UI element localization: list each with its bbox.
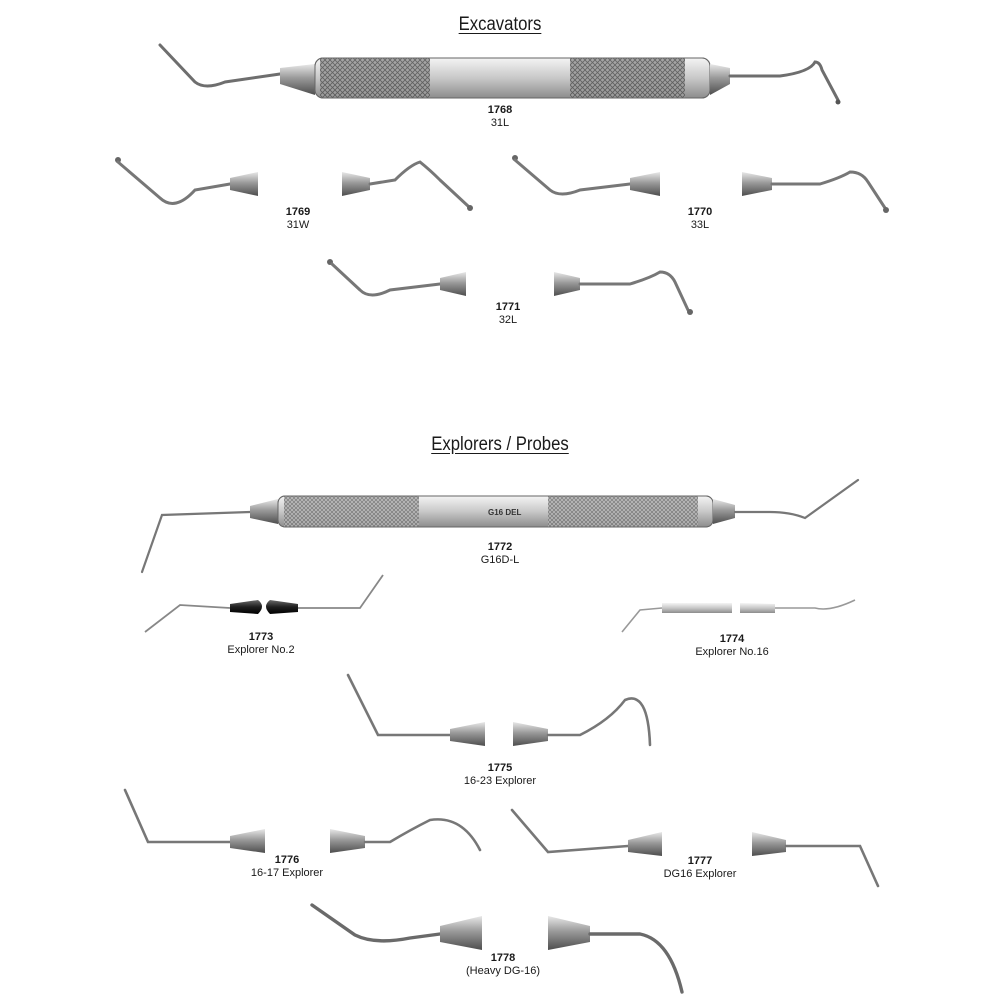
instrument-code: 1775 (487, 762, 513, 774)
instrument-code: 1772 (487, 541, 513, 553)
instrument-code: 1769 (285, 206, 311, 218)
instrument-1777-image (510, 808, 880, 888)
instrument-code: 1774 (719, 633, 745, 645)
instrument-1773-image (144, 574, 384, 633)
instrument-1768-caption: 1768 31L (420, 104, 580, 130)
instrument-1770-caption: 1770 33L (620, 206, 780, 232)
instrument-name: (Heavy DG-16) (466, 965, 540, 977)
instrument-1772-caption: 1772 G16D-L (420, 541, 580, 567)
instrument-1772-image: G16 DEL (140, 478, 860, 574)
instrument-1777-caption: 1777 DG16 Explorer (620, 855, 780, 881)
section-title-explorers: Explorers / Probes (431, 434, 569, 455)
instrument-name: DG16 Explorer (663, 868, 737, 880)
instrument-code: 1777 (687, 855, 713, 867)
instrument-1771-image (327, 259, 693, 315)
instrument-1774-image (621, 599, 856, 633)
instrument-1769-image (115, 157, 473, 211)
instrument-1778-caption: 1778 (Heavy DG-16) (423, 952, 583, 978)
instrument-1774-caption: 1774 Explorer No.16 (652, 633, 812, 659)
instrument-code: 1773 (248, 631, 274, 643)
instrument-name: 32L (498, 314, 518, 326)
instrument-code: 1768 (487, 104, 513, 116)
instrument-code: 1778 (490, 952, 516, 964)
instrument-name: Explorer No.2 (227, 644, 295, 656)
instrument-1775-image (346, 673, 652, 747)
instrument-code: 1771 (495, 301, 521, 313)
instrument-name: 33L (690, 219, 710, 231)
instrument-1775-caption: 1775 16-23 Explorer (420, 762, 580, 788)
instrument-name: 16-23 Explorer (463, 775, 537, 787)
instrument-1773-caption: 1773 Explorer No.2 (181, 631, 341, 657)
section-title-excavators: Excavators (458, 14, 542, 35)
explorer-handle-engraving: G16 DEL (488, 508, 521, 517)
instrument-name: 31L (490, 117, 510, 129)
instrument-1776-caption: 1776 16-17 Explorer (207, 854, 367, 880)
instrument-name: G16D-L (480, 554, 520, 566)
instrument-code: 1776 (274, 854, 300, 866)
instrument-name: 16-17 Explorer (250, 867, 324, 879)
instrument-1776-image (123, 788, 482, 853)
instrument-1778-image (310, 903, 684, 994)
instrument-1770-image (512, 155, 889, 213)
instrument-1768-image (158, 43, 841, 105)
instrument-name: 31W (286, 219, 310, 231)
instrument-code: 1770 (687, 206, 713, 218)
instrument-name: Explorer No.16 (695, 646, 769, 658)
instrument-1769-caption: 1769 31W (218, 206, 378, 232)
instrument-1771-caption: 1771 32L (428, 301, 588, 327)
